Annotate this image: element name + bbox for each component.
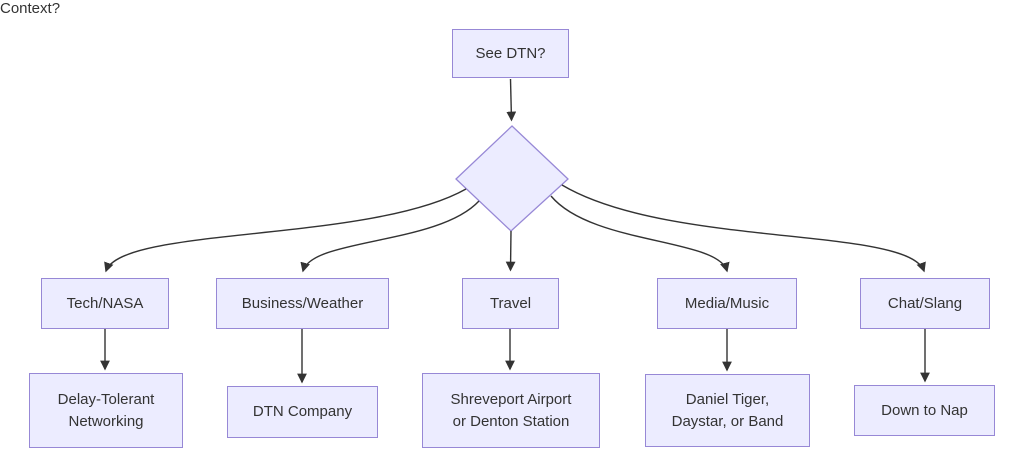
node-context-travel: Travel	[462, 278, 559, 329]
node-meaning-dtn-company: DTN Company	[227, 386, 378, 438]
node-context-tech-nasa: Tech/NASA	[41, 278, 169, 329]
decision-diamond	[455, 125, 569, 232]
node-meaning-delay-tolerant-networking: Delay-Tolerant Networking	[29, 373, 183, 448]
node-meaning-shreveport-denton: Shreveport Airport or Denton Station	[422, 373, 600, 448]
edge-decision-media	[550, 195, 730, 273]
edge-decision-business	[300, 200, 480, 273]
node-context-chat-slang: Chat/Slang	[860, 278, 990, 329]
edge-root-decision	[506, 78, 517, 122]
edge-decision-tech	[104, 188, 467, 273]
node-context-media-music: Media/Music	[657, 278, 797, 329]
node-meaning-down-to-nap: Down to Nap	[854, 385, 995, 436]
node-see-dtn: See DTN?	[452, 29, 569, 78]
node-context-decision-label: Context?	[0, 0, 61, 17]
node-meaning-daniel-tiger-daystar-band: Daniel Tiger, Daystar, or Band	[645, 374, 810, 447]
edge-decision-chat	[561, 184, 926, 273]
edge-decision-travel	[505, 230, 516, 272]
node-context-business-weather: Business/Weather	[216, 278, 389, 329]
